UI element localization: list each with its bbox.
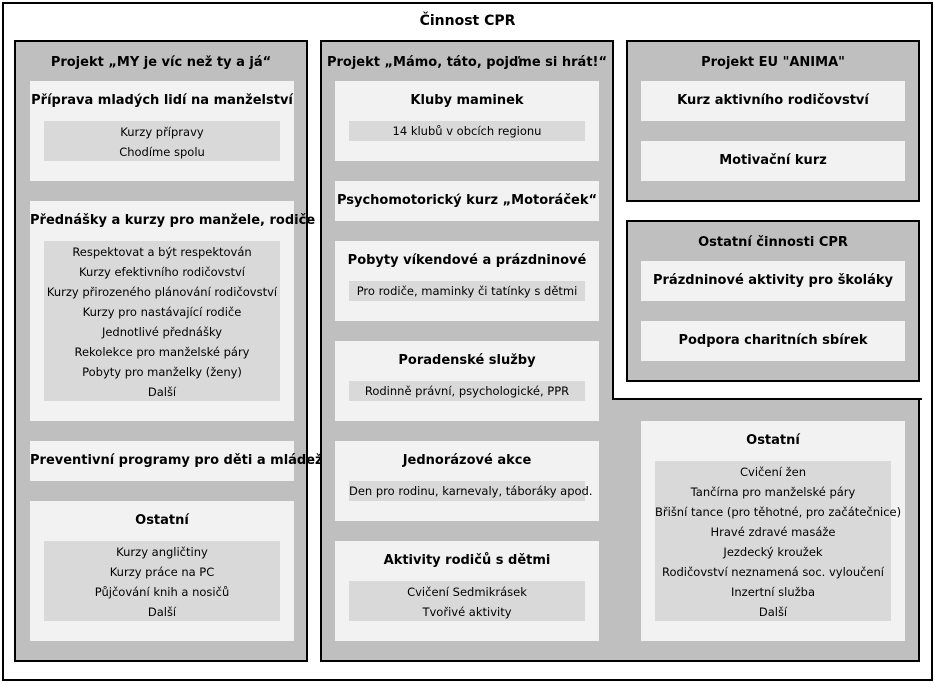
list-item: Inzertní služba [730, 585, 816, 599]
box-kurz-aktivniho-title: Kurz aktivního rodičovství [677, 93, 869, 108]
box-pobyty: Pobyty víkendové a prázdninové Pro rodič… [335, 241, 599, 321]
box-kluby-list: 14 klubů v obcích regionu [349, 121, 585, 141]
box-motoracek: Psychomotorický kurz „Motoráček“ [335, 181, 599, 221]
box-priprava-title: Příprava mladých lidí na manželství [31, 93, 293, 108]
diagram-title: Činnost CPR [419, 13, 516, 29]
box-kluby: Kluby maminek 14 klubů v obcích regionu [335, 81, 599, 161]
list-item: Pobyty pro manželky (ženy) [82, 365, 242, 379]
box-prednasky-title: Přednášky a kurzy pro manžele, rodiče [30, 213, 316, 228]
other-activities-title: Ostatní činnosti CPR [698, 235, 848, 250]
box-preventivni: Preventivní programy pro děti a mládež [30, 441, 323, 481]
list-item: Břišní tance (pro těhotné, pro začátečni… [655, 505, 902, 519]
box-preventivni-title: Preventivní programy pro děti a mládež [30, 453, 323, 468]
project-anima-panel: Projekt EU "ANIMA" Kurz aktivního rodičo… [626, 40, 920, 202]
list-item: Půjčování knih a nosičů [94, 585, 230, 599]
box-ostatni-1: Ostatní Kurzy angličtiny Kurzy práce na … [30, 501, 294, 641]
box-ostatni-2-title: Ostatní [746, 433, 800, 448]
list-item: Kurzy angličtiny [116, 545, 208, 559]
box-prednasky-list: Respektovat a být respektován Kurzy efek… [44, 241, 280, 401]
list-item: Další [147, 385, 177, 399]
box-pobyty-title: Pobyty víkendové a prázdninové [347, 253, 587, 268]
box-motivacni-title: Motivační kurz [719, 153, 827, 168]
list-item: Rodinně právní, psychologické, PPR [364, 384, 570, 398]
list-item: Cvičení Sedmikrásek [407, 585, 527, 599]
list-item: Chodíme spolu [119, 145, 205, 159]
list-item: Další [147, 605, 177, 619]
project-my-panel: Projekt „MY je víc než ty a já“ Příprava… [14, 40, 323, 662]
list-item: Kurzy pro nastávající rodiče [82, 305, 242, 319]
project-my-title: Projekt „MY je víc než ty a já“ [50, 55, 272, 70]
box-charitni-title: Podpora charitních sbírek [678, 333, 868, 348]
list-item: Pro rodiče, maminky či tatínky s dětmi [356, 284, 578, 298]
box-motoracek-title: Psychomotorický kurz „Motoráček“ [336, 193, 598, 208]
box-ostatni-2: Ostatní Cvičení žen Tančírna pro manžels… [641, 421, 905, 641]
list-item: Kurzy přirozeného plánování rodičovství [46, 285, 278, 299]
list-item: Kurzy efektivního rodičovství [79, 265, 245, 279]
box-kluby-title: Kluby maminek [410, 93, 524, 108]
box-aktivity-list: Cvičení Sedmikrásek Tvořivé aktivity [349, 581, 585, 621]
box-aktivity-title: Aktivity rodičů s dětmi [383, 553, 551, 568]
project-mamo-title: Projekt „Mámo, táto, pojďme si hrát!“ [326, 55, 608, 70]
list-item: Další [758, 605, 788, 619]
box-ostatni-1-title: Ostatní [135, 513, 189, 528]
box-priprava-list: Kurzy přípravy Chodíme spolu [44, 121, 280, 161]
box-prazdninove-title: Prázdninové aktivity pro školáky [652, 273, 894, 288]
list-item: Rodičovství neznamená soc. vyloučení [661, 565, 884, 579]
list-item: Tvořivé aktivity [422, 605, 512, 619]
box-priprava: Příprava mladých lidí na manželství Kurz… [30, 81, 294, 181]
box-poradenske: Poradenské služby Rodinně právní, psycho… [335, 341, 599, 421]
box-ostatni-1-list: Kurzy angličtiny Kurzy práce na PC Půjčo… [44, 541, 280, 621]
list-item: Hravé zdravé masáže [710, 525, 836, 539]
list-item: Tančírna pro manželské páry [690, 485, 856, 499]
box-prednasky: Přednášky a kurzy pro manžele, rodiče Re… [30, 201, 316, 421]
box-prazdninove: Prázdninové aktivity pro školáky [641, 261, 905, 301]
box-motivacni: Motivační kurz [641, 141, 905, 181]
list-item: Rekolekce pro manželské páry [74, 345, 250, 359]
box-poradenske-list: Rodinně právní, psychologické, PPR [349, 381, 585, 401]
list-item: Jezdecký kroužek [723, 545, 823, 559]
list-item: Kurzy přípravy [120, 125, 204, 139]
list-item: Den pro rodinu, karnevaly, táboráky apod… [349, 484, 593, 498]
box-charitni: Podpora charitních sbírek [641, 321, 905, 361]
box-ostatni-2-list: Cvičení žen Tančírna pro manželské páry … [655, 461, 902, 621]
list-item: Cvičení žen [740, 465, 806, 479]
other-activities-panel: Ostatní činnosti CPR Prázdninové aktivit… [626, 220, 920, 382]
box-jednorazove: Jednorázové akce Den pro rodinu, karneva… [335, 441, 599, 521]
box-pobyty-list: Pro rodiče, maminky či tatínky s dětmi [349, 281, 585, 301]
box-jednorazove-list: Den pro rodinu, karnevaly, táboráky apod… [349, 481, 593, 501]
list-item: Kurzy práce na PC [109, 565, 215, 579]
list-item: Jednotlivé přednášky [101, 325, 223, 339]
box-jednorazove-title: Jednorázové akce [402, 453, 532, 468]
list-item: Respektovat a být respektován [72, 245, 252, 259]
box-kurz-aktivniho: Kurz aktivního rodičovství [641, 81, 905, 121]
list-item: 14 klubů v obcích regionu [392, 124, 542, 138]
box-poradenske-title: Poradenské služby [398, 353, 536, 368]
project-anima-title: Projekt EU "ANIMA" [701, 55, 845, 70]
box-aktivity: Aktivity rodičů s dětmi Cvičení Sedmikrá… [335, 541, 599, 641]
